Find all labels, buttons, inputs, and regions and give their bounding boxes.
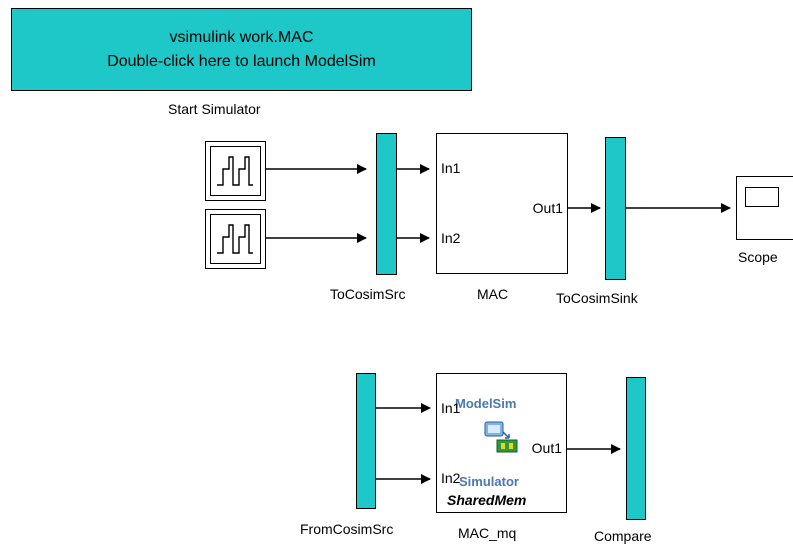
compare-block[interactable] [626, 377, 646, 520]
start-simulator-block[interactable]: vsimulink work.MAC Double-click here to … [11, 8, 472, 91]
scope-label: Scope [738, 249, 778, 265]
modelsim-title: ModelSim [455, 396, 517, 411]
modelsim-subtitle: Simulator [459, 474, 519, 489]
fromcosim-src-label: FromCosimSrc [300, 521, 394, 537]
signal-source-2[interactable] [205, 209, 266, 269]
mac-mq-label: MAC_mq [458, 525, 517, 541]
signal-generator-icon [210, 146, 261, 196]
compare-label: Compare [594, 528, 652, 544]
tocosim-src-label: ToCosimSrc [330, 286, 406, 302]
modelsim-icon [483, 420, 521, 454]
signal-source-1[interactable] [205, 141, 266, 201]
mac-block[interactable]: In1 In2 Out1 [436, 133, 568, 274]
mq-in1-port: In1 [441, 400, 461, 416]
mac-in1-port: In1 [441, 160, 461, 176]
tocosim-sink-label: ToCosimSink [556, 290, 638, 306]
start-simulator-line2: Double-click here to launch ModelSim [107, 52, 376, 70]
signal-generator-icon [210, 214, 261, 264]
shared-mem-label: SharedMem [447, 492, 527, 508]
mac-mq-block[interactable]: ModelSim In1 Out1 In2 Simulator SharedMe… [436, 373, 567, 513]
mq-out1-port: Out1 [531, 440, 562, 456]
mac-label: MAC [477, 286, 509, 302]
start-simulator-caption: Start Simulator [168, 101, 261, 117]
scope-block[interactable] [736, 176, 793, 240]
tocosim-src-block[interactable] [376, 133, 397, 275]
fromcosim-src-block[interactable] [356, 373, 376, 509]
tocosim-sink-block[interactable] [605, 137, 626, 280]
start-simulator-line1: vsimulink work.MAC [169, 28, 314, 46]
mac-in2-port: In2 [441, 230, 461, 246]
scope-icon [745, 187, 779, 207]
mac-out1-port: Out1 [532, 200, 563, 216]
mq-in2-port: In2 [441, 470, 461, 486]
